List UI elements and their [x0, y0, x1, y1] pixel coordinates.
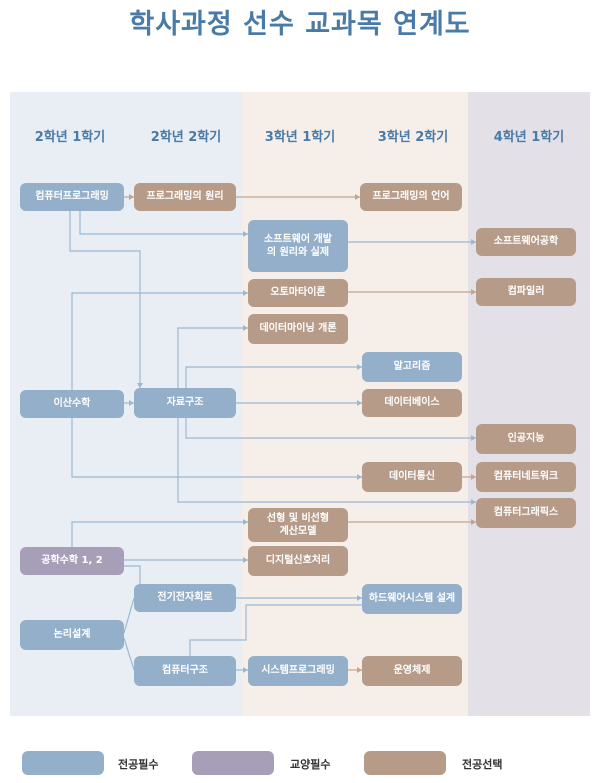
course-compilers[interactable]: 컴파일러	[476, 278, 576, 306]
course-discrete-math[interactable]: 이산수학	[20, 390, 124, 418]
link-programming-to-datastructures	[69, 211, 141, 388]
link-datastructures-to-ai	[185, 418, 476, 439]
course-computer-architecture[interactable]: 컴퓨터구조	[134, 656, 236, 686]
course-electrical-circuits[interactable]: 전기전자회로	[134, 584, 236, 612]
link-logic-to-architecture	[123, 637, 135, 671]
course-operating-systems[interactable]: 운영체제	[362, 656, 462, 686]
course-sw-dev-principles[interactable]: 소프트웨어 개발의 원리와 실제	[248, 220, 348, 272]
course-automata[interactable]: 오토마타이론	[248, 279, 348, 307]
link-discrete-to-datacomm	[71, 418, 362, 478]
arrowheads-elective	[129, 194, 476, 673]
course-data-communication[interactable]: 데이터통신	[362, 462, 462, 492]
link-architecture-to-hwdesign	[189, 604, 362, 656]
course-linear-models[interactable]: 선형 및 비선형 계산모델	[248, 508, 348, 542]
course-dsp[interactable]: 디지털신호처리	[248, 546, 348, 576]
link-datastructures-to-datamining	[177, 327, 248, 388]
course-cs-programming[interactable]: 컴퓨터프로그래밍	[20, 183, 124, 211]
legend-swatch-major-elective	[364, 751, 446, 775]
column-header-4-1: 4학년 1학기	[493, 130, 565, 145]
course-eng-math[interactable]: 공학수학 1, 2	[20, 547, 124, 575]
link-discrete-to-automata	[71, 292, 248, 390]
course-software-engineering[interactable]: 소프트웨어공학	[476, 228, 576, 256]
link-datastructures-to-algorithms	[185, 366, 362, 388]
course-graphics[interactable]: 컴퓨터그래픽스	[476, 498, 576, 528]
legend-label-major-elective: 전공선택	[462, 758, 503, 771]
column-header-3-2: 3학년 2학기	[377, 130, 449, 145]
link-engmath-to-linear	[71, 521, 248, 547]
course-data-mining[interactable]: 데이터마이닝 개론	[248, 314, 348, 344]
legend-label-liberal-required: 교양필수	[290, 758, 331, 771]
legend-swatch-liberal-required	[192, 751, 274, 775]
course-ai[interactable]: 인공지능	[476, 424, 576, 454]
course-databases[interactable]: 데이터베이스	[362, 389, 462, 417]
column-header-2-1: 2학년 1학기	[34, 130, 106, 145]
course-logic-design[interactable]: 논리설계	[20, 620, 124, 650]
course-programming-principles[interactable]: 프로그래밍의 원리	[134, 183, 236, 211]
year4-band	[468, 92, 590, 716]
course-networks[interactable]: 컴퓨터네트워크	[476, 462, 576, 492]
course-data-structures[interactable]: 자료구조	[134, 388, 236, 418]
page-title: 학사과정 선수 교과목 연계도	[129, 9, 471, 40]
column-header-3-1: 3학년 1학기	[264, 130, 336, 145]
link-programming-to-swdev	[79, 211, 248, 235]
link-logic-to-circuits	[123, 597, 135, 634]
arrowheads	[129, 231, 476, 673]
course-algorithms[interactable]: 알고리즘	[362, 352, 462, 382]
course-programming-languages[interactable]: 프로그래밍의 언어	[360, 183, 462, 211]
link-datastructures-to-graphics	[177, 418, 476, 503]
column-header-2-2: 2학년 2학기	[150, 130, 222, 145]
course-system-programming[interactable]: 시스템프로그래밍	[248, 656, 348, 686]
link-engmath-to-circuits	[124, 565, 141, 584]
legend-swatch-major-required	[22, 751, 104, 775]
course-hw-system-design[interactable]: 하드웨어시스템 설계	[362, 584, 462, 614]
legend-label-major-required: 전공필수	[118, 758, 159, 771]
